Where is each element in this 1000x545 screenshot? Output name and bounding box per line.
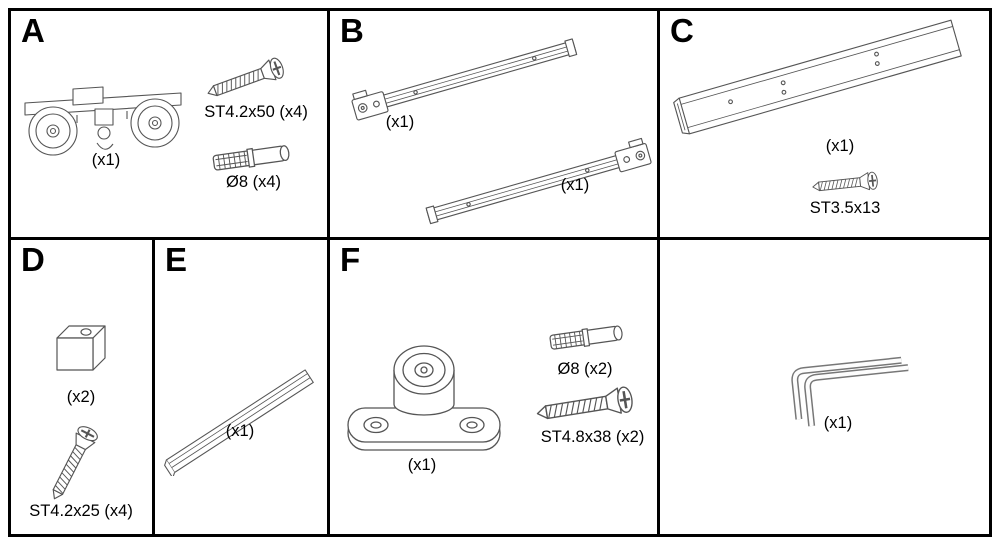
panel-d: D (x2) ST4.2x25 (x4)	[11, 240, 155, 534]
qty-label: (x2)	[66, 388, 96, 406]
screw-size-label: ST4.8x38 (x2)	[540, 428, 645, 446]
panel-f-label: F	[340, 241, 361, 278]
top-row: A (x1)	[11, 11, 989, 240]
qty-label: (x1)	[560, 176, 590, 194]
bottom-row: D (x2) ST4.2x25 (x4) E	[11, 240, 989, 534]
qty-label: (x1)	[825, 137, 855, 155]
panel-c-label: C	[670, 12, 694, 49]
wall-plug-drawing	[548, 323, 624, 352]
plug-size-label: Ø8 (x4)	[225, 173, 281, 191]
panel-a: A (x1)	[11, 11, 330, 237]
small-screw-drawing	[811, 170, 879, 197]
wall-plug-drawing	[212, 143, 291, 173]
screw-size-label: ST3.5x13	[809, 199, 881, 217]
qty-label: (x1)	[225, 422, 255, 440]
qty-label: (x1)	[823, 414, 853, 432]
qty-label: (x1)	[91, 151, 121, 169]
floor-guide-drawing	[347, 345, 501, 451]
panel-d-label: D	[21, 241, 45, 278]
panel-b-label: B	[340, 12, 364, 49]
panel-f: F (x1) Ø8 (x	[330, 240, 660, 534]
guide-profile-drawing	[164, 369, 314, 476]
wood-screw-drawing	[203, 55, 287, 105]
roller-carriage-drawing	[24, 86, 182, 156]
qty-label: (x1)	[385, 113, 415, 131]
wood-screw-drawing	[44, 422, 101, 505]
screw-size-label: ST4.2x25 (x4)	[29, 502, 133, 520]
screw-size-label: ST4.2x50 (x4)	[204, 103, 308, 121]
panel-hex-keys: (x1)	[660, 240, 989, 534]
panel-b: B (x1) (x1)	[330, 11, 660, 237]
panel-c: C (x1) ST3.5x13	[660, 11, 989, 237]
panel-a-label: A	[21, 12, 45, 49]
parts-sheet: A (x1)	[8, 8, 992, 537]
hex-keys-drawing	[791, 356, 909, 427]
wood-screw-drawing	[534, 384, 635, 428]
soft-close-rail-drawing-1	[349, 31, 579, 121]
panel-e: E (x1)	[155, 240, 330, 534]
track-rail-drawing	[672, 19, 962, 137]
panel-e-label: E	[165, 241, 188, 278]
door-stopper-drawing	[56, 325, 106, 371]
plug-size-label: Ø8 (x2)	[557, 360, 613, 378]
qty-label: (x1)	[407, 456, 437, 474]
